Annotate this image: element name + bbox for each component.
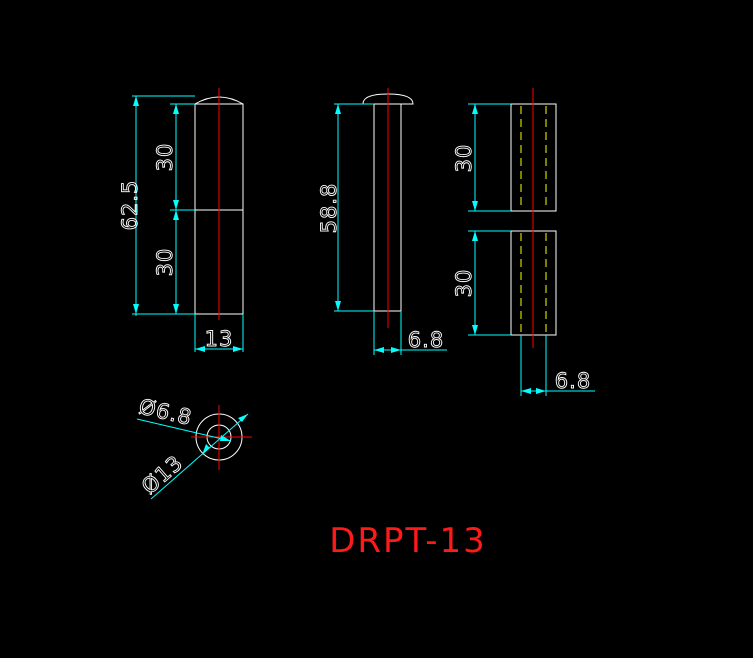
view-pin: 58.8 6.8 (317, 88, 447, 355)
pin-dimensions (334, 103, 447, 355)
dim-pin-diameter: 6.8 (408, 328, 444, 352)
dim-pin-length: 58.8 (317, 183, 341, 234)
dim-upper-height: 30 (153, 143, 177, 172)
dim-section-upper: 30 (452, 144, 476, 173)
view-assembled: 62.5 30 30 13 (118, 88, 244, 352)
section-hidden-lines (520, 106, 547, 334)
dim-section-pin-diameter: 6.8 (555, 369, 591, 393)
dim-lower-height: 30 (153, 248, 177, 277)
section-arrows (472, 104, 546, 394)
end-arrows (202, 414, 248, 455)
end-leaders (136, 413, 249, 500)
assembled-arrows (133, 96, 243, 352)
dim-width: 13 (205, 327, 234, 351)
section-dimensions (468, 103, 595, 396)
dim-section-lower: 30 (452, 269, 476, 298)
pin-arrows (335, 104, 401, 353)
view-section: 30 30 6.8 (452, 88, 595, 396)
dim-total-height: 62.5 (118, 180, 142, 231)
drawing-title: DRPT-13 (329, 521, 487, 561)
